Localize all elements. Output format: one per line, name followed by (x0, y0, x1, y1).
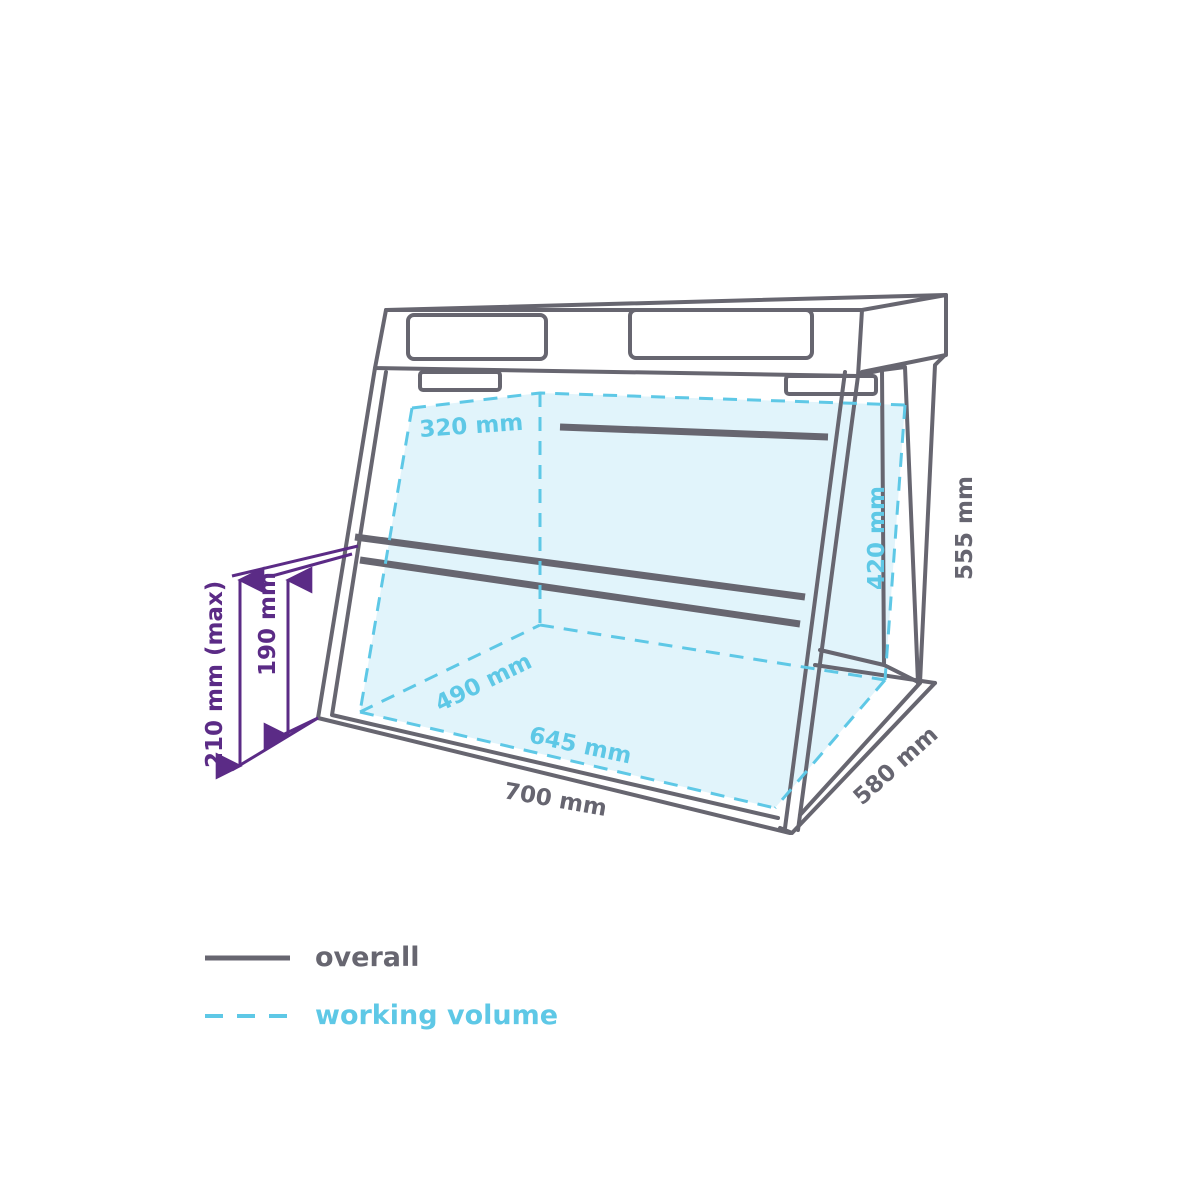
right-lamp-housing (784, 374, 878, 396)
left-lamp-housing (418, 370, 502, 392)
legend-overall-label: overall (315, 942, 420, 973)
legend: overall working volume (205, 942, 558, 1031)
opening-dimension (215, 544, 359, 780)
left-light-panel (406, 313, 548, 361)
opening-max-label: 210 mm (max) (202, 581, 228, 768)
cabinet-crossbars (354, 423, 829, 628)
work-height-label: 420 mm (864, 486, 890, 590)
working-volume-outline (358, 391, 907, 810)
overall-height-label: 555 mm (952, 476, 978, 580)
right-light-panel (628, 308, 814, 360)
overall-depth-label: 580 mm (849, 722, 944, 811)
cabinet-canopy (373, 293, 948, 396)
legend-working-label: working volume (315, 1000, 558, 1031)
opening-label: 190 mm (255, 572, 281, 676)
